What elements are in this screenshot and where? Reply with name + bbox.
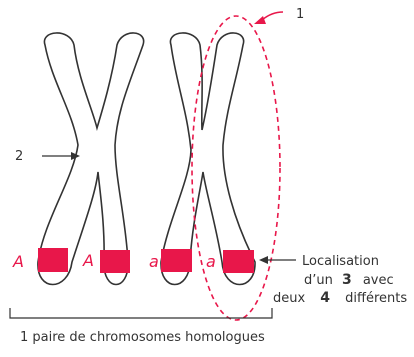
band-A-left bbox=[38, 248, 68, 272]
band-a-left bbox=[161, 249, 192, 272]
localisation-line-2-suffix: avec bbox=[363, 273, 394, 288]
localisation-line-2-prefix: d’un bbox=[304, 273, 333, 288]
allele-label-a-2: a bbox=[206, 252, 216, 271]
localisation-line-2-number: 3 bbox=[342, 272, 352, 288]
label-1-arrow bbox=[262, 12, 283, 20]
localisation-arrowhead bbox=[259, 256, 268, 264]
band-A-right bbox=[100, 250, 130, 273]
localisation-line-3-number: 4 bbox=[320, 290, 330, 306]
label-1-arrowhead bbox=[254, 16, 266, 24]
chromosome-left bbox=[38, 33, 144, 285]
localisation-line-3-prefix: deux bbox=[273, 291, 305, 306]
localisation-line-2: d’un 3 avec bbox=[304, 269, 394, 288]
band-a-right bbox=[223, 250, 254, 273]
chromosome-right bbox=[161, 33, 255, 285]
chromosome-right-outline bbox=[161, 33, 255, 285]
label-1: 1 bbox=[296, 7, 304, 22]
localisation-line-3: deux 4 différents bbox=[273, 287, 407, 306]
label-2: 2 bbox=[15, 149, 23, 164]
allele-label-A-2: A bbox=[82, 251, 94, 270]
chromosome-left-outline bbox=[38, 33, 144, 285]
localisation-line-1: Localisation bbox=[302, 254, 379, 269]
allele-label-a-1: a bbox=[149, 252, 159, 271]
pair-caption: 1 paire de chromosomes homologues bbox=[20, 330, 265, 345]
allele-label-A-1: A bbox=[12, 252, 24, 271]
pair-bracket bbox=[10, 308, 272, 318]
localisation-line-3-suffix: différents bbox=[345, 291, 407, 306]
